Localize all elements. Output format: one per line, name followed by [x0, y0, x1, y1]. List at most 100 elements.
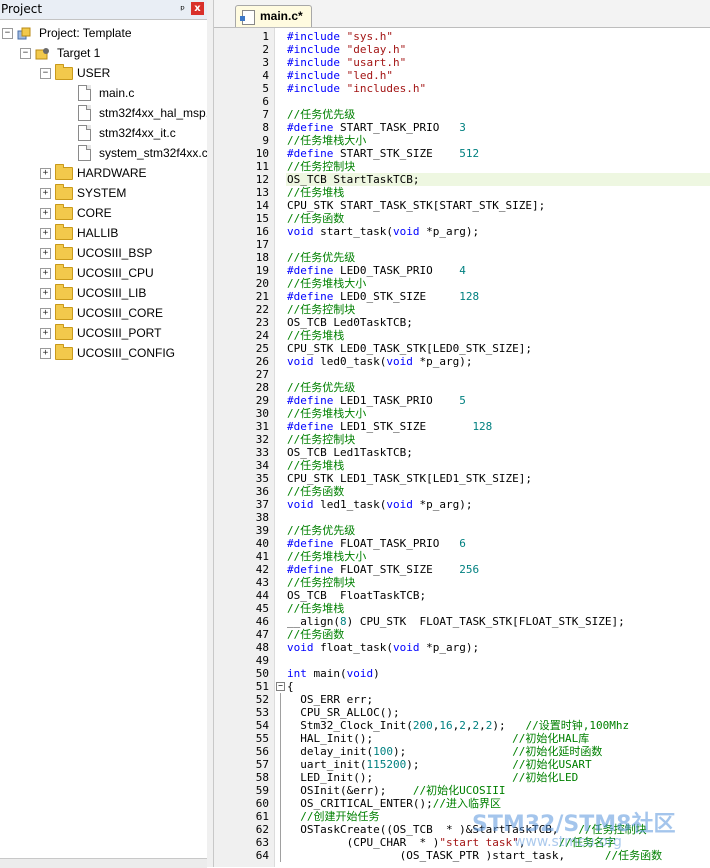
expand-icon[interactable]: + [40, 288, 51, 299]
code-line[interactable]: 38 [214, 511, 710, 524]
tree-item-folder[interactable]: +HALLIB [0, 223, 206, 243]
expand-icon[interactable]: + [40, 308, 51, 319]
code-line[interactable]: 28//任务优先级 [214, 381, 710, 394]
expand-icon[interactable]: + [40, 348, 51, 359]
code-line[interactable]: 6 [214, 95, 710, 108]
code-line[interactable]: 40#define FLOAT_TASK_PRIO 6 [214, 537, 710, 550]
code-line[interactable]: 21#define LED0_STK_SIZE 128 [214, 290, 710, 303]
code-line[interactable]: 39//任务优先级 [214, 524, 710, 537]
code-line[interactable]: 53 CPU_SR_ALLOC(); [214, 706, 710, 719]
code-line[interactable]: 20//任务堆栈大小 [214, 277, 710, 290]
tab-main-c[interactable]: main.c* [235, 5, 312, 27]
expand-icon[interactable]: + [40, 248, 51, 259]
collapse-icon[interactable]: − [20, 48, 31, 59]
code-line[interactable]: 57 uart_init(115200); //初始化USART [214, 758, 710, 771]
code-line[interactable]: 8#define START_TASK_PRIO 3 [214, 121, 710, 134]
code-line[interactable]: 9//任务堆栈大小 [214, 134, 710, 147]
tree-item-file[interactable]: stm32f4xx_hal_msp. [0, 103, 209, 123]
code-area[interactable]: 1#include "sys.h"2#include "delay.h"3#in… [214, 28, 710, 867]
tree-item-file[interactable]: main.c [0, 83, 206, 103]
tree-item-folder[interactable]: +UCOSIII_CORE [0, 303, 206, 323]
tree-item-target[interactable]: −Target 1 [0, 43, 206, 63]
code-line[interactable]: 54 Stm32_Clock_Init(200,16,2,2,2); //设置时… [214, 719, 710, 732]
code-line[interactable]: 41//任务堆栈大小 [214, 550, 710, 563]
code-line[interactable]: 56 delay_init(100); //初始化延时函数 [214, 745, 710, 758]
code-line[interactable]: 11//任务控制块 [214, 160, 710, 173]
code-line[interactable]: 10#define START_STK_SIZE 512 [214, 147, 710, 160]
code-line[interactable]: 22//任务控制块 [214, 303, 710, 316]
code-line[interactable]: 3#include "usart.h" [214, 56, 710, 69]
expand-icon[interactable]: + [40, 328, 51, 339]
code-line[interactable]: 36//任务函数 [214, 485, 710, 498]
code-line[interactable]: 18//任务优先级 [214, 251, 710, 264]
code-line[interactable]: 17 [214, 238, 710, 251]
expand-icon[interactable]: + [40, 188, 51, 199]
code-line[interactable]: 42#define FLOAT_STK_SIZE 256 [214, 563, 710, 576]
code-line[interactable]: 13//任务堆栈 [214, 186, 710, 199]
code-line[interactable]: 64 (OS_TASK_PTR )start_task, //任务函数 [214, 849, 710, 862]
code-line[interactable]: 55 HAL_Init(); //初始化HAL库 [214, 732, 710, 745]
code-line[interactable]: 49 [214, 654, 710, 667]
code-line[interactable]: 2#include "delay.h" [214, 43, 710, 56]
tree-item-file[interactable]: system_stm32f4xx.c [0, 143, 208, 163]
tree-item-file[interactable]: stm32f4xx_it.c [0, 123, 206, 143]
close-icon[interactable]: x [191, 2, 204, 15]
pin-icon[interactable]: ᵖ [180, 3, 185, 16]
code-line[interactable]: 15//任务函数 [214, 212, 710, 225]
expand-icon[interactable]: + [40, 208, 51, 219]
code-line[interactable]: 31#define LED1_STK_SIZE 128 [214, 420, 710, 433]
expand-icon[interactable]: + [40, 168, 51, 179]
tree-item-folder[interactable]: +HARDWARE [0, 163, 206, 183]
code-line[interactable]: 60 OS_CRITICAL_ENTER();//进入临界区 [214, 797, 710, 810]
code-line[interactable]: 24//任务堆栈 [214, 329, 710, 342]
code-line[interactable]: 45//任务堆栈 [214, 602, 710, 615]
code-line[interactable]: 32//任务控制块 [214, 433, 710, 446]
code-line[interactable]: 58 LED_Init(); //初始化LED [214, 771, 710, 784]
code-line[interactable]: 27 [214, 368, 710, 381]
code-line[interactable]: 4#include "led.h" [214, 69, 710, 82]
tree-item-project[interactable]: −Project: Template [0, 23, 206, 43]
code-line[interactable]: 47//任务函数 [214, 628, 710, 641]
expand-icon[interactable]: + [40, 228, 51, 239]
code-line[interactable]: 61 //创建开始任务 [214, 810, 710, 823]
expand-icon[interactable]: + [40, 268, 51, 279]
code-line[interactable]: 5#include "includes.h" [214, 82, 710, 95]
code-line[interactable]: 19#define LED0_TASK_PRIO 4 [214, 264, 710, 277]
code-line[interactable]: 29#define LED1_TASK_PRIO 5 [214, 394, 710, 407]
code-line[interactable]: 1#include "sys.h" [214, 30, 710, 43]
code-line[interactable]: 46__align(8) CPU_STK FLOAT_TASK_STK[FLOA… [214, 615, 710, 628]
code-line[interactable]: 7//任务优先级 [214, 108, 710, 121]
code-line[interactable]: 43//任务控制块 [214, 576, 710, 589]
code-line[interactable]: 30//任务堆栈大小 [214, 407, 710, 420]
code-line[interactable]: 52 OS_ERR err; [214, 693, 710, 706]
tree-item-folder[interactable]: +SYSTEM [0, 183, 206, 203]
tree-item-folder[interactable]: +UCOSIII_CONFIG [0, 343, 206, 363]
tree-item-folder[interactable]: +CORE [0, 203, 206, 223]
tree-item-folder[interactable]: −USER [0, 63, 206, 83]
fold-toggle-icon[interactable]: − [276, 682, 285, 691]
collapse-icon[interactable]: − [2, 28, 13, 39]
tree-item-folder[interactable]: +UCOSIII_CPU [0, 263, 206, 283]
code-line[interactable]: 59 OSInit(&err); //初始化UCOSIII [214, 784, 710, 797]
code-line[interactable]: 34//任务堆栈 [214, 459, 710, 472]
tree-item-folder[interactable]: +UCOSIII_LIB [0, 283, 206, 303]
code-line[interactable]: 51{ [214, 680, 710, 693]
collapse-icon[interactable]: − [40, 68, 51, 79]
code-line[interactable]: 62 OSTaskCreate((OS_TCB * )&StartTaskTCB… [214, 823, 710, 836]
tree-item-folder[interactable]: +UCOSIII_BSP [0, 243, 206, 263]
tree-item-folder[interactable]: +UCOSIII_PORT [0, 323, 206, 343]
code-line[interactable]: 63 (CPU_CHAR * )"start task", //任务名字 [214, 836, 710, 849]
pane-splitter[interactable] [207, 0, 214, 867]
